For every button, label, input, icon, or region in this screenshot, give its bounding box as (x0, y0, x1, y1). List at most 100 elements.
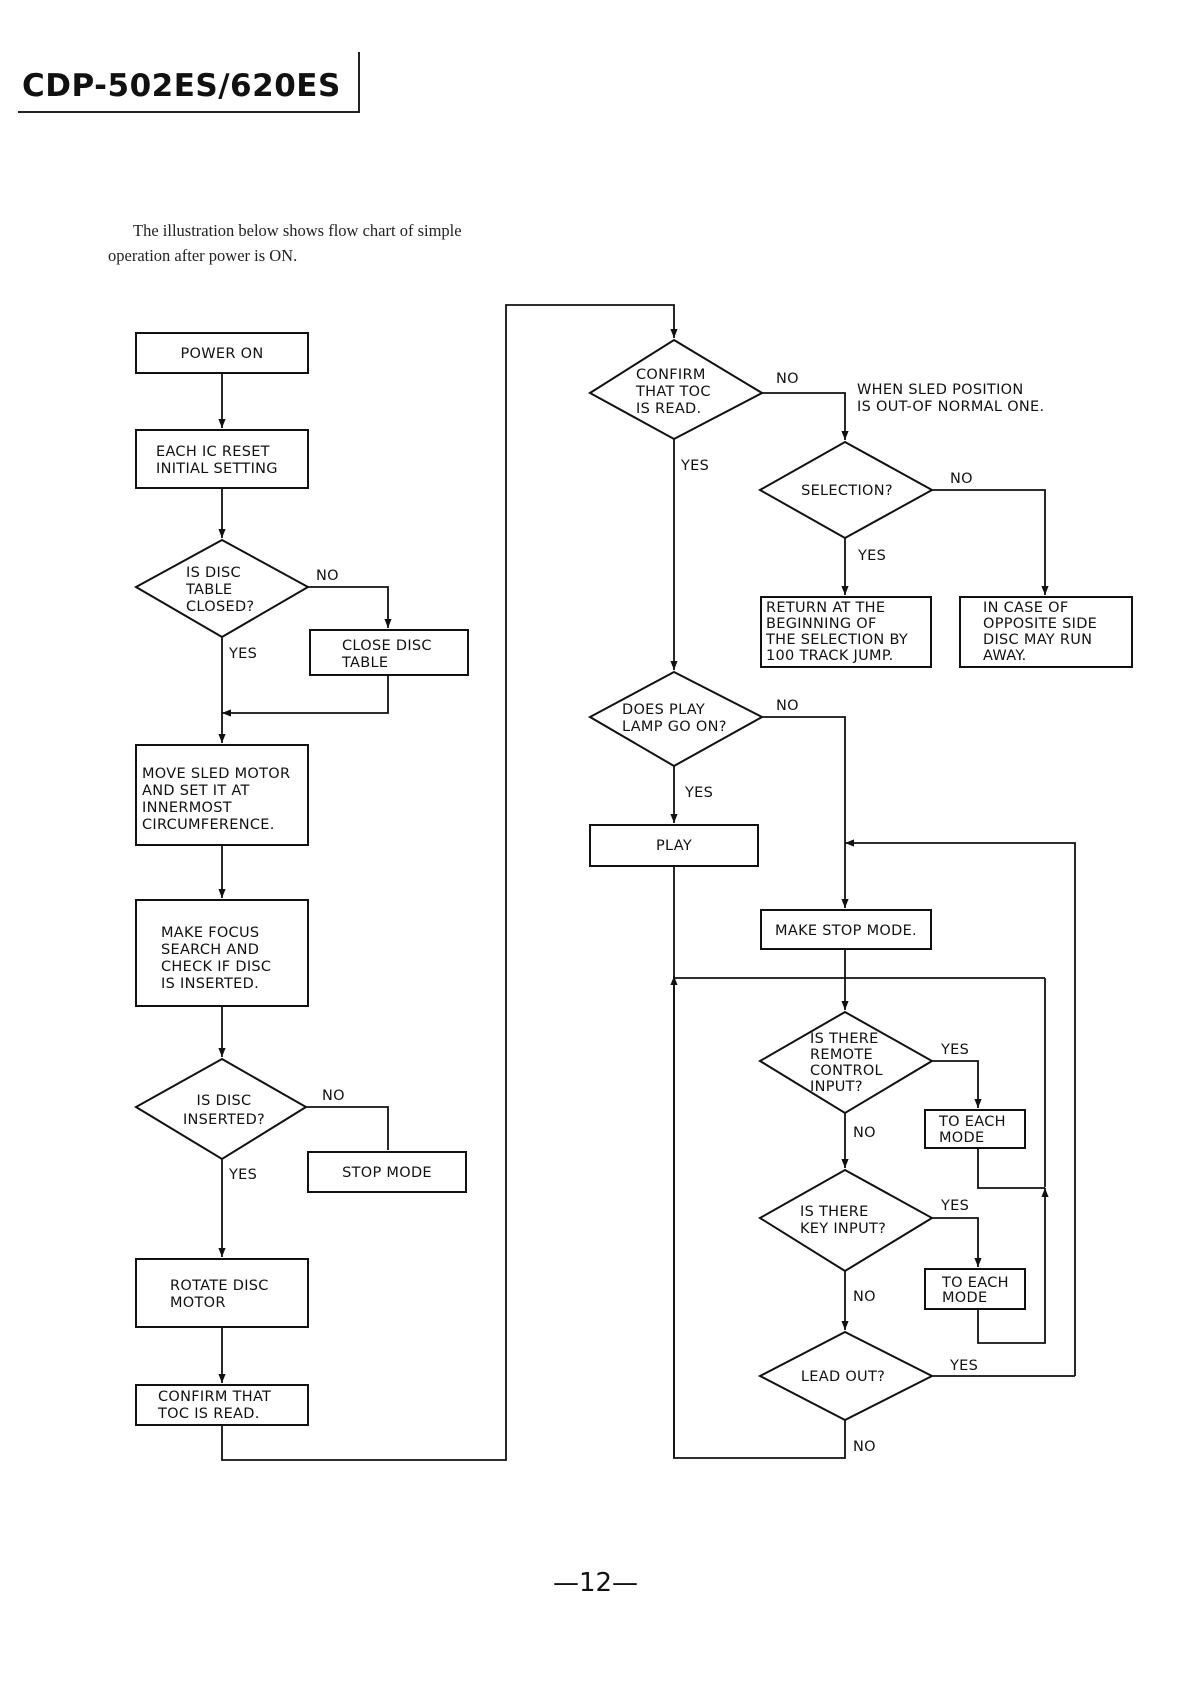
note-line: IS OUT-OF NORMAL ONE. (857, 399, 1044, 415)
yes-label: YES (940, 1198, 969, 1214)
node-label: THE SELECTION BY (765, 632, 908, 648)
node-stop-mode: STOP MODE (307, 1151, 467, 1193)
decision-disc-table-closed: IS DISC TABLE CLOSED? (133, 538, 311, 639)
intro-paragraph: The illustration below shows flow chart … (108, 218, 578, 268)
no-label: NO (853, 1125, 876, 1141)
decision-disc-inserted: IS DISC INSERTED? (134, 1057, 308, 1161)
node-rotate-disc-motor: ROTATE DISC MOTOR (135, 1258, 309, 1328)
yes-label: YES (940, 1042, 969, 1058)
node-label: IS DISC (197, 1093, 252, 1109)
node-power-on: POWER ON (135, 332, 309, 374)
node-opposite-side-disc: IN CASE OF OPPOSITE SIDE DISC MAY RUN AW… (959, 596, 1133, 668)
node-make-stop-mode: MAKE STOP MODE. (760, 909, 932, 950)
intro-line-2: operation after power is ON. (108, 246, 298, 265)
node-label: SEARCH AND (161, 942, 259, 958)
intro-line-1: The illustration below shows flow chart … (133, 221, 462, 240)
node-label: INSERTED? (183, 1112, 265, 1128)
node-to-each-mode-remote: TO EACH MODE (924, 1109, 1026, 1149)
node-label: IS READ. (636, 401, 701, 417)
node-label: TABLE (185, 582, 232, 598)
node-label: CLOSED? (186, 599, 254, 615)
yes-label: YES (228, 646, 257, 662)
node-label: MOTOR (170, 1295, 226, 1311)
node-label: TABLE (341, 655, 388, 671)
no-label: NO (776, 698, 799, 714)
node-label: MAKE STOP MODE. (775, 923, 917, 939)
decision-key-input: IS THERE KEY INPUT? (758, 1168, 934, 1273)
node-label: CONTROL (810, 1063, 883, 1079)
title-underline (18, 111, 360, 113)
decision-confirm-toc: CONFIRM THAT TOC IS READ. (588, 338, 765, 441)
title-side-rule (358, 52, 360, 112)
node-label: CONFIRM THAT (158, 1389, 271, 1405)
branch-labels: NO YES NO YES NO YES NO YES NO YES YES N… (228, 371, 978, 1455)
node-label: OPPOSITE SIDE (983, 616, 1097, 632)
node-label: AND SET IT AT (142, 783, 250, 799)
node-make-focus-search: MAKE FOCUS SEARCH AND CHECK IF DISC IS I… (135, 899, 309, 1007)
node-each-ic-reset: EACH IC RESET INITIAL SETTING (135, 429, 309, 489)
node-label: LEAD OUT? (801, 1369, 885, 1385)
node-label: CLOSE DISC (342, 638, 432, 654)
node-label: MAKE FOCUS (161, 925, 259, 941)
node-label: DOES PLAY (622, 702, 705, 718)
node-label: STOP MODE (342, 1165, 432, 1181)
decision-play-lamp: DOES PLAY LAMP GO ON? (587, 670, 765, 768)
yes-label: YES (857, 548, 886, 564)
node-label: RETURN AT THE (766, 600, 885, 616)
node-label: AWAY. (983, 648, 1027, 664)
node-label: BEGINNING OF (766, 616, 877, 632)
node-label: INPUT? (810, 1079, 863, 1095)
node-label: INITIAL SETTING (156, 461, 278, 477)
no-label: NO (853, 1289, 876, 1305)
node-play: PLAY (589, 824, 759, 867)
node-label: TO EACH (941, 1275, 1009, 1291)
node-label: IN CASE OF (983, 600, 1069, 616)
node-label: POWER ON (181, 346, 264, 362)
node-label: TOC IS READ. (157, 1406, 260, 1422)
node-label: MOVE SLED MOTOR (142, 766, 290, 782)
no-label: NO (853, 1439, 876, 1455)
no-label: NO (776, 371, 799, 387)
node-move-sled-motor: MOVE SLED MOTOR AND SET IT AT INNERMOST … (135, 744, 309, 846)
yes-label: YES (680, 458, 709, 474)
connectors (218, 304, 1076, 1461)
node-label: INNERMOST (142, 800, 232, 816)
node-label: DISC MAY RUN (983, 632, 1092, 648)
node-label: CIRCUMFERENCE. (142, 817, 275, 833)
node-label: PLAY (656, 838, 692, 854)
node-label: IS DISC (186, 565, 241, 581)
node-label: THAT TOC (635, 384, 711, 400)
node-label: MODE (942, 1290, 987, 1306)
node-close-disc-table: CLOSE DISC TABLE (309, 629, 469, 676)
node-return-at-beginning: RETURN AT THE BEGINNING OF THE SELECTION… (760, 596, 932, 668)
model-title: CDP-502ES/620ES (22, 68, 341, 104)
node-label: IS THERE (800, 1204, 869, 1220)
yes-label: YES (228, 1167, 257, 1183)
no-label: NO (950, 471, 973, 487)
node-label: ROTATE DISC (170, 1278, 269, 1294)
node-label: IS THERE (810, 1031, 879, 1047)
node-label: IS INSERTED. (161, 976, 259, 992)
page-number: —12— (552, 1568, 639, 1598)
decision-selection: SELECTION? (757, 440, 935, 540)
node-label: 100 TRACK JUMP. (766, 648, 894, 664)
no-label: NO (316, 568, 339, 584)
node-label: CONFIRM (636, 367, 706, 383)
decision-remote-control-input: IS THERE REMOTE CONTROL INPUT? (758, 1010, 934, 1115)
yes-label: YES (684, 785, 713, 801)
node-label: TO EACH (938, 1114, 1006, 1130)
node-label: SELECTION? (801, 483, 893, 499)
note-line: WHEN SLED POSITION (857, 382, 1024, 398)
node-label: KEY INPUT? (800, 1221, 886, 1237)
node-label: EACH IC RESET (156, 444, 270, 460)
no-label: NO (322, 1088, 345, 1104)
node-label: MODE (939, 1130, 984, 1146)
yes-label: YES (949, 1358, 978, 1374)
node-label: CHECK IF DISC (161, 959, 271, 975)
node-to-each-mode-key: TO EACH MODE (924, 1268, 1026, 1310)
node-label: REMOTE (810, 1047, 873, 1063)
decision-lead-out: LEAD OUT? (757, 1330, 935, 1422)
node-confirm-toc-read: CONFIRM THAT TOC IS READ. (135, 1384, 309, 1426)
